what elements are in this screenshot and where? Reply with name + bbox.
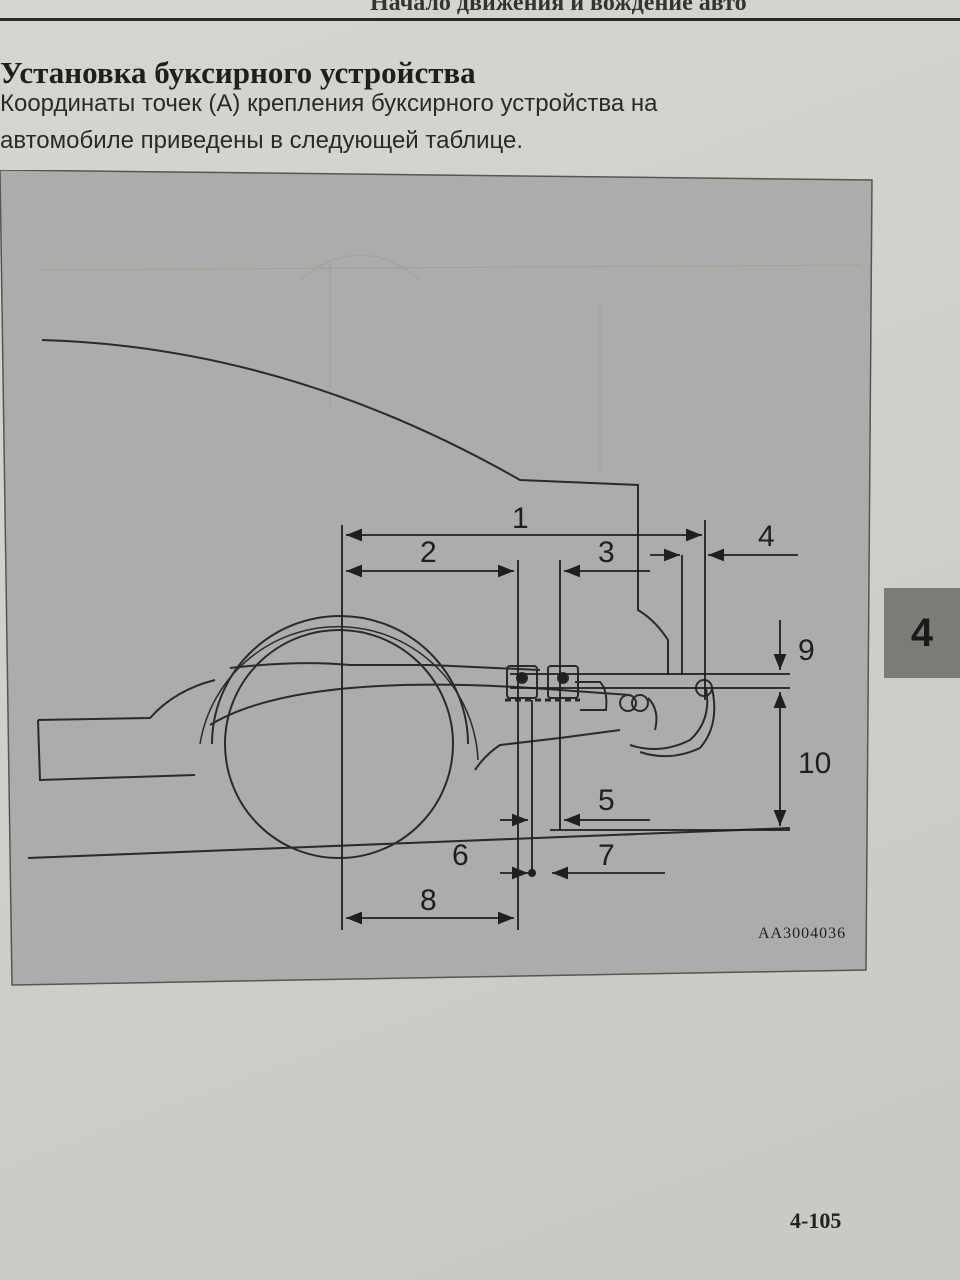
dim-label-5: 5 <box>598 784 615 817</box>
dim-label-1: 1 <box>512 502 529 535</box>
page-number: 4-105 <box>790 1208 842 1233</box>
figure-panel <box>0 170 873 986</box>
header-rule <box>0 18 960 21</box>
towbar-diagram: 1 2 3 4 5 6 7 8 9 10 AA3004036 <box>0 170 880 1000</box>
dim-label-7: 7 <box>598 839 615 872</box>
intro-line-1: Координаты точек (A) крепления буксирног… <box>0 90 658 117</box>
dim-label-2: 2 <box>420 536 437 569</box>
ground-line <box>27 827 791 859</box>
dim-label-4: 4 <box>758 520 775 553</box>
dimension-lines <box>341 520 798 930</box>
dim-label-8: 8 <box>420 884 437 917</box>
dim-label-6: 6 <box>452 839 469 872</box>
rear-wheel <box>199 615 479 859</box>
intro-line-2: автомобиле приведены в следующей таблице… <box>0 127 524 154</box>
car-body-outline <box>37 339 669 782</box>
running-header: Начало движения и вождение авто <box>370 0 747 16</box>
figure-code: AA3004036 <box>758 925 846 942</box>
dim-label-3: 3 <box>598 536 615 569</box>
dim-label-9: 9 <box>798 634 815 667</box>
section-title: Установка буксирного устройства <box>0 55 476 90</box>
dim-label-10: 10 <box>798 747 831 780</box>
chapter-tab: 4 <box>884 588 960 678</box>
